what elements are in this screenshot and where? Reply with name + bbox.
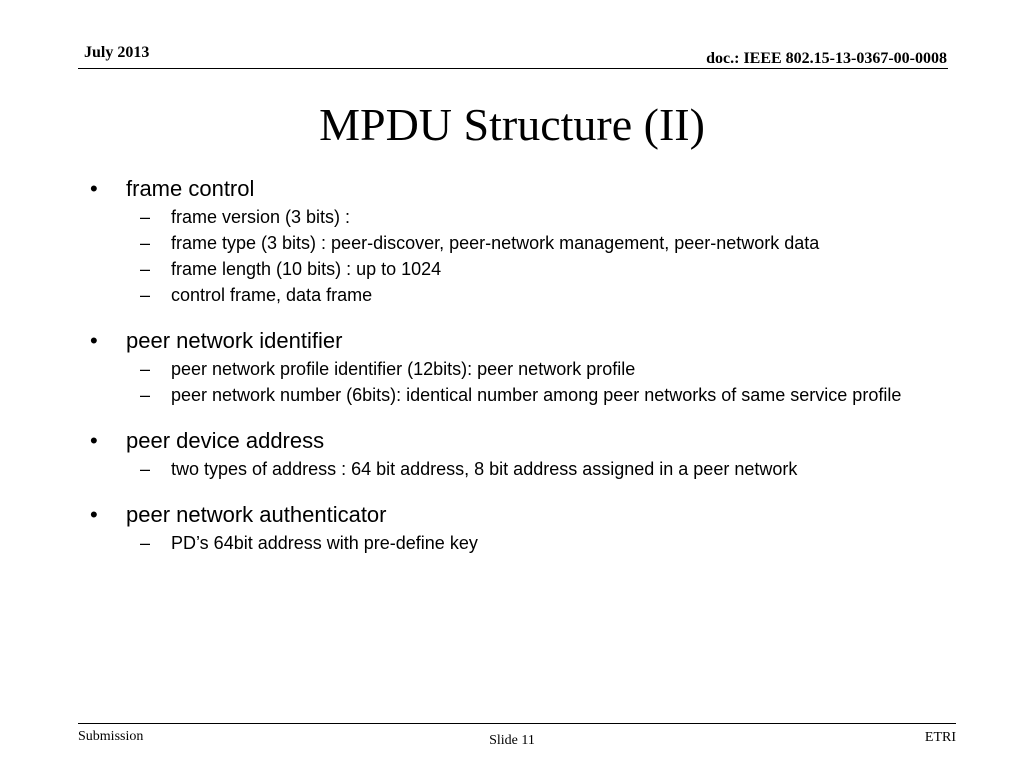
sub-marker: – (140, 359, 151, 379)
bullet-item: • peer device address (90, 427, 940, 455)
bullet-item: • peer network authenticator (90, 501, 940, 529)
sub-marker: – (140, 207, 151, 227)
bullet-item: • peer network identifier (90, 327, 940, 355)
sub-item: – peer network profile identifier (12bit… (90, 359, 940, 379)
sub-item: – two types of address : 64 bit address,… (90, 459, 940, 479)
sub-list: – frame version (3 bits) : – frame type … (90, 207, 940, 305)
slide-title: MPDU Structure (II) (319, 99, 705, 150)
sub-list: – PD’s 64bit address with pre-define key (90, 533, 940, 553)
slide-content: • frame control – frame version (3 bits)… (90, 175, 940, 559)
bullet-label: peer device address (126, 428, 325, 453)
bullet-group: • peer network authenticator – PD’s 64bi… (90, 501, 940, 553)
footer-slide-number: Slide 11 (489, 733, 535, 748)
sub-item: – frame length (10 bits) : up to 1024 (90, 259, 940, 279)
bullet-label: peer network identifier (126, 328, 343, 353)
bullet-group: • peer network identifier – peer network… (90, 327, 940, 405)
sub-text: peer network number (6bits): identical n… (171, 385, 902, 405)
sub-text: control frame, data frame (171, 285, 373, 305)
header-rule (78, 68, 948, 69)
footer-rule (78, 723, 956, 724)
sub-text: frame version (3 bits) : (171, 207, 351, 227)
sub-marker: – (140, 259, 151, 279)
sub-text: PD’s 64bit address with pre-define key (171, 533, 478, 553)
bullet-label: peer network authenticator (126, 502, 387, 527)
header-doc-id: doc.: IEEE 802.15-13-0367-00-0008 (706, 50, 947, 67)
sub-item: – frame version (3 bits) : (90, 207, 940, 227)
sub-item: – control frame, data frame (90, 285, 940, 305)
sub-list: – peer network profile identifier (12bit… (90, 359, 940, 405)
sub-marker: – (140, 385, 151, 405)
bullet-label: frame control (126, 176, 255, 201)
sub-marker: – (140, 285, 151, 305)
footer-submission: Submission (78, 729, 144, 744)
sub-text: peer network profile identifier (12bits)… (171, 359, 636, 379)
sub-item: – peer network number (6bits): identical… (90, 385, 940, 405)
bullet-marker: • (90, 428, 98, 453)
bullet-marker: • (90, 502, 98, 527)
bullet-group: • frame control – frame version (3 bits)… (90, 175, 940, 305)
sub-text: frame length (10 bits) : up to 1024 (171, 259, 442, 279)
bullet-item: • frame control (90, 175, 940, 203)
bullet-marker: • (90, 176, 98, 201)
sub-marker: – (140, 459, 151, 479)
bullet-group: • peer device address – two types of add… (90, 427, 940, 479)
sub-item: – frame type (3 bits) : peer-discover, p… (90, 233, 940, 253)
sub-item: – PD’s 64bit address with pre-define key (90, 533, 940, 553)
header-date: July 2013 (84, 44, 150, 61)
sub-list: – two types of address : 64 bit address,… (90, 459, 940, 479)
sub-text: two types of address : 64 bit address, 8… (171, 459, 798, 479)
sub-marker: – (140, 233, 151, 253)
sub-marker: – (140, 533, 151, 553)
footer-organization: ETRI (924, 730, 956, 745)
bullet-marker: • (90, 328, 98, 353)
sub-text: frame type (3 bits) : peer-discover, pee… (171, 233, 820, 253)
